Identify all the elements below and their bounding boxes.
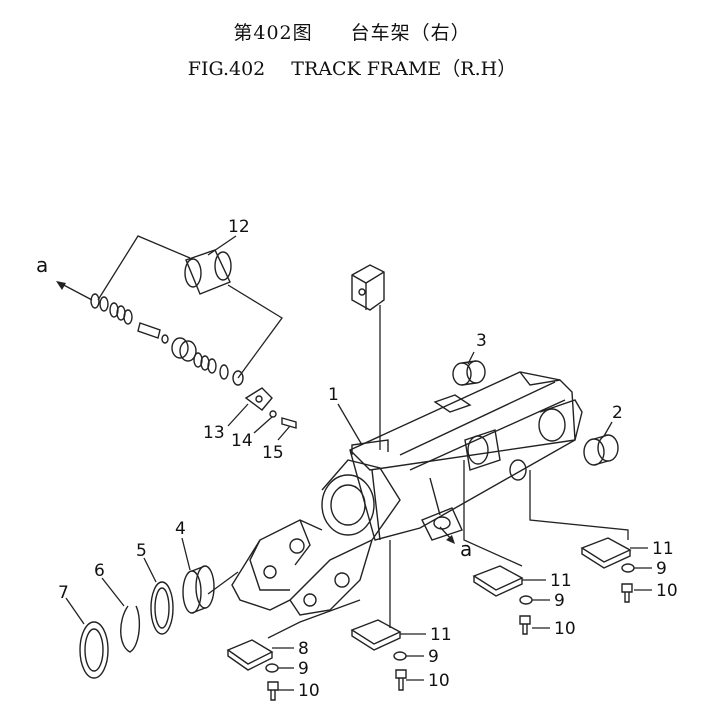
ref-a-center: a [460,537,472,561]
ring-part-5 [150,581,174,635]
callout-4: 4 [175,519,186,539]
figure-name-en: TRACK FRAME（R.H） [291,58,517,80]
leader-13 [227,403,249,427]
track-frame-body [231,371,583,616]
callout-14: 14 [231,431,253,451]
top-bracket [351,264,385,311]
callout-10-b: 10 [428,671,450,691]
washer-9-d [621,563,635,573]
bolt-10-b [395,669,407,691]
callout-3: 3 [476,331,487,351]
figure-number-cn: 第402图 [233,22,313,44]
figure-title-chinese: 第402图 台车架（右） [0,18,704,45]
callout-15: 15 [262,443,284,463]
callout-9-a: 9 [298,659,309,679]
leader-2 [603,421,613,437]
callout-7: 7 [58,583,69,603]
figure-number-en: FIG.402 [187,58,266,80]
bushing-part-3 [452,360,486,386]
callout-11-c: 11 [652,539,674,559]
guard-plate-part-8 [226,639,274,671]
cylinder-bracket-left [97,235,191,301]
guard-plate-11-c [580,537,632,569]
bolt-10-d [621,583,633,603]
callout-6: 6 [94,561,105,581]
callout-9-d: 9 [656,559,667,579]
leader-12 [207,235,237,256]
figure-title-english: FIG.402 TRACK FRAME（R.H） [0,54,704,81]
callout-10-a: 10 [298,681,320,701]
leader-15 [277,425,291,441]
leader-11-c-link [529,470,629,540]
callout-10-c: 10 [554,619,576,639]
callout-9-b: 9 [428,647,439,667]
ring-part-7 [79,621,109,679]
cylinder-bracket-right [227,284,283,379]
callout-8: 8 [298,639,309,659]
bushing-part-2 [583,434,619,466]
guard-plate-11-b [472,565,524,597]
leader-11-b-link [463,460,523,567]
callout-12: 12 [228,217,250,237]
leader-4 [181,537,191,571]
leader-8-link [267,599,361,639]
callout-2: 2 [612,403,623,423]
washer-9-b [393,651,407,661]
snap-ring-part-6 [120,605,141,653]
callout-13: 13 [203,423,225,443]
bolt-10-a [267,681,279,701]
washer-9-c [519,595,533,605]
guard-plate-11-a [350,619,402,651]
leader-7 [65,597,85,625]
leader-3 [467,351,475,365]
leader-6 [101,577,125,607]
leader-5 [143,557,157,583]
arrow-a-head [56,281,66,290]
callout-10-d: 10 [656,581,678,601]
arrow-a2-head [446,535,455,544]
callout-1: 1 [328,385,339,405]
ring-part-4 [182,565,215,614]
callout-9-c: 9 [554,591,565,611]
ref-a-left: a [36,253,48,277]
washer-9-a [265,663,279,673]
bolt-10-c [519,615,531,635]
ring-4-link [207,571,239,595]
leader-14 [253,416,273,434]
callout-11-a: 11 [430,625,452,645]
figure-name-cn: 台车架（右） [350,22,471,44]
callout-5: 5 [136,541,147,561]
callout-11-b: 11 [550,571,572,591]
recoil-cylinder-assembly [90,249,297,429]
leader-1 [337,403,363,446]
